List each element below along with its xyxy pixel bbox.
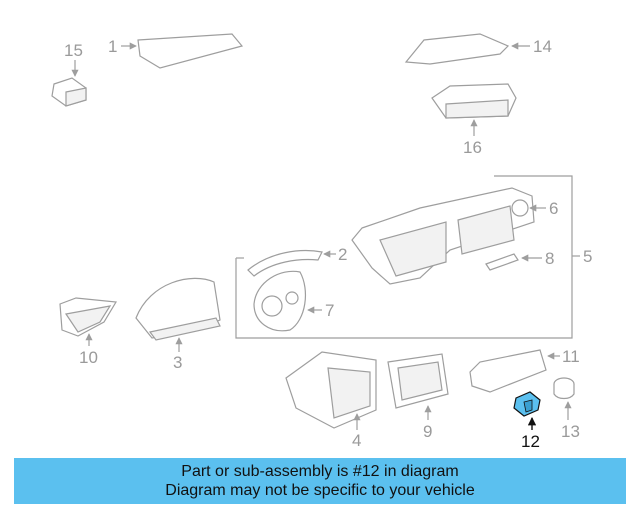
callout-6: 6 xyxy=(549,199,558,218)
part-4-bezel: 4 xyxy=(285,351,377,450)
part-2-handle: 2 xyxy=(247,245,347,277)
callout-15: 15 xyxy=(64,41,83,60)
part-6-panel: 6 xyxy=(351,187,558,285)
callout-4: 4 xyxy=(352,431,361,450)
callout-3: 3 xyxy=(173,353,182,372)
callout-5: 5 xyxy=(583,247,592,266)
part-1-grille: 1 xyxy=(108,33,244,69)
callout-10: 10 xyxy=(79,348,98,367)
part-14-trim: 14 xyxy=(404,33,552,65)
caption-line-1: Part or sub-assembly is #12 in diagram xyxy=(181,463,459,480)
caption-line-2: Diagram may not be specific to your vehi… xyxy=(165,482,475,499)
callout-14: 14 xyxy=(533,37,552,56)
callout-8: 8 xyxy=(545,249,554,268)
callout-2: 2 xyxy=(338,245,347,264)
part-13-knob: 13 xyxy=(553,377,580,441)
callout-1: 1 xyxy=(108,37,117,56)
part-10-insert: 10 xyxy=(59,297,118,367)
part-8-trim: 8 xyxy=(485,249,554,271)
callout-12: 12 xyxy=(521,432,540,451)
callout-16: 16 xyxy=(463,138,482,157)
parts-diagram: 1 15 14 16 5 6 2 xyxy=(51,33,592,451)
callout-11: 11 xyxy=(562,347,580,366)
part-12-clip: 12 xyxy=(513,391,541,451)
callout-7: 7 xyxy=(325,301,334,320)
callout-9: 9 xyxy=(423,422,432,441)
part-9-frame: 9 xyxy=(387,353,449,441)
callout-13: 13 xyxy=(561,422,580,441)
part-11-bracket: 11 xyxy=(469,347,580,393)
caption-banner: Part or sub-assembly is #12 in diagram D… xyxy=(14,458,626,504)
part-16-airbag: 16 xyxy=(431,83,517,157)
part-15-clip: 15 xyxy=(51,41,87,107)
part-3-hood: 3 xyxy=(135,277,221,372)
part-5-group: 5 xyxy=(235,175,592,339)
part-7-bezel: 7 xyxy=(253,270,334,332)
